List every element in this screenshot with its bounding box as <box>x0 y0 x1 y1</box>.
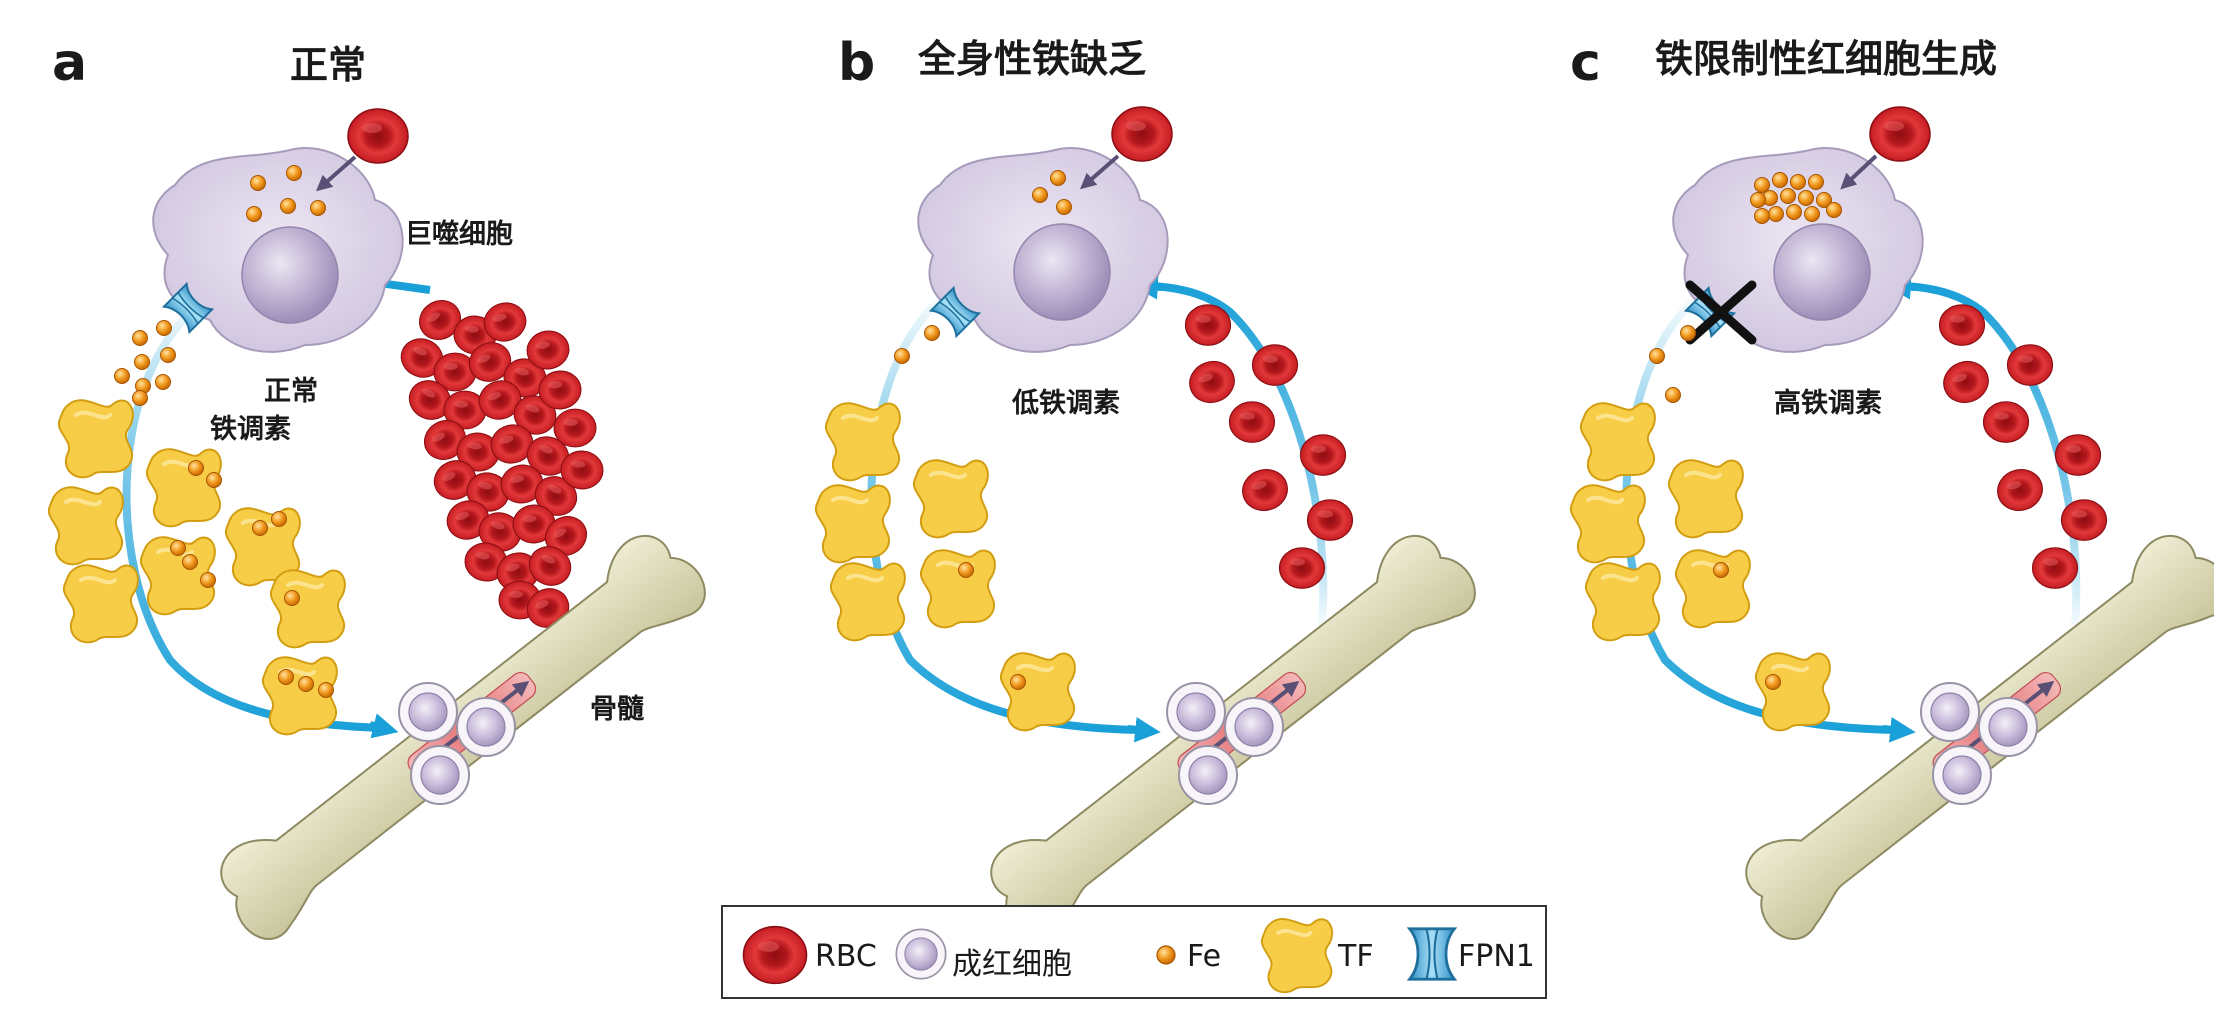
released-iron <box>114 320 176 406</box>
panel-title: 正常 <box>290 43 366 87</box>
panel-letter: b <box>838 33 875 93</box>
legend: RBC 成红细胞 Fe TF FPN1 <box>721 905 1547 999</box>
legend-fe-icon <box>1156 945 1176 965</box>
panel-c: c 铁限制性红细胞生成 <box>1568 33 2214 940</box>
panel-b: b 全身性铁缺乏 低铁调素 <box>813 33 1476 940</box>
legend-frame <box>721 905 1547 999</box>
macrophage-label: 巨噬细胞 <box>405 218 513 250</box>
released-iron <box>1649 325 1696 403</box>
panel-letter: c <box>1570 33 1601 93</box>
panel-letter: a <box>52 33 87 93</box>
panel-title: 铁限制性红细胞生成 <box>1655 37 1997 81</box>
legend-fe-label: Fe <box>1187 939 1221 974</box>
rbc-engulfed <box>1840 106 1931 190</box>
legend-tf-label: TF <box>1337 939 1374 974</box>
hepcidin-label: 铁调素 <box>210 414 291 445</box>
hepcidin-label: 正常 <box>264 376 318 407</box>
rbc-engulfed <box>1079 106 1173 190</box>
legend-erythroblast-icon <box>895 928 947 980</box>
legend-erythroblast-label: 成红细胞 <box>952 947 1072 982</box>
hepcidin-label: 高铁调素 <box>1774 387 1882 419</box>
rbc <box>553 408 597 448</box>
legend-fpn1-label: FPN1 <box>1458 939 1535 974</box>
legend-rbc-label: RBC <box>815 939 877 974</box>
rbc-engulfed <box>315 108 409 192</box>
panel-a: a 正常 巨噬细胞 正常 <box>46 33 706 940</box>
transferrin <box>813 401 1077 733</box>
legend-tf-icon <box>1259 917 1335 995</box>
bone <box>1745 534 2214 940</box>
legend-rbc-icon <box>742 925 808 985</box>
rbc-circulating <box>1183 304 1354 589</box>
macrophage <box>917 147 1169 353</box>
rbc-circulating <box>1937 304 2108 589</box>
hepcidin-label: 低铁调素 <box>1011 388 1120 419</box>
blocked-export-icon <box>1685 280 1757 345</box>
rbc-cluster <box>395 292 605 635</box>
panel-title: 全身性铁缺乏 <box>917 37 1146 81</box>
marrow-label: 骨髓 <box>590 694 645 725</box>
macrophage <box>152 147 404 353</box>
transferrin <box>1568 401 1832 733</box>
